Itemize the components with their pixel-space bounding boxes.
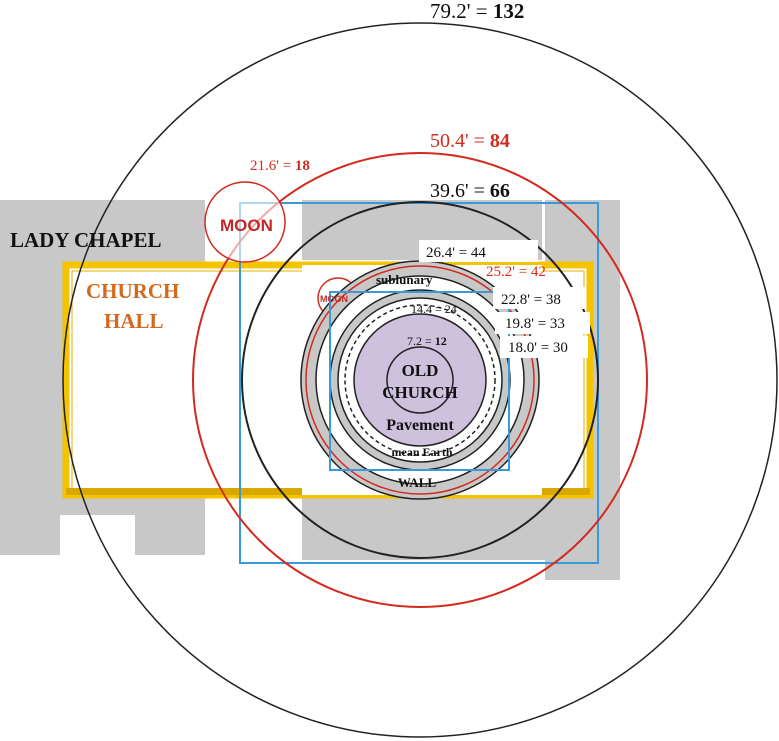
lady-chapel-wing-top-2 <box>115 200 155 230</box>
inner-blue-square <box>329 291 510 471</box>
label-44: 26.4' = 44 <box>426 245 486 261</box>
lady-chapel-foot-2 <box>135 495 205 555</box>
ring-24-dashed <box>344 304 496 456</box>
old-church-disc <box>353 313 487 447</box>
right-block-lower <box>530 490 620 560</box>
label-lady-chapel: LADY CHAPEL <box>10 228 161 252</box>
box-30 <box>500 336 588 358</box>
label-pavement: Pavement <box>386 417 454 434</box>
moon-circle-large <box>204 181 286 263</box>
lady-chapel-foot-1 <box>0 495 60 555</box>
label-24: 14.4 = 24 <box>411 302 457 316</box>
label-sublunary: sublunary <box>376 272 433 287</box>
label-mean-earth: mean Earth <box>392 445 453 459</box>
ring-12 <box>386 346 454 414</box>
label-moon-small: MOON <box>320 294 348 304</box>
bottom-central-block <box>302 490 542 560</box>
lady-chapel-wing-top <box>40 200 80 230</box>
outer-circle-132 <box>62 22 778 738</box>
black-circle-66 <box>241 201 599 559</box>
label-12: 7.2 = 12 <box>407 334 447 348</box>
label-outer-measure: 79.2' = 132 <box>430 0 524 23</box>
box-33 <box>495 312 590 334</box>
label-red-84: 50.4' = 84 <box>430 130 510 152</box>
ring-42-red <box>305 265 535 495</box>
label-moon-large: MOON <box>220 216 273 235</box>
label-38: 22.8' = 38 <box>501 292 561 308</box>
box-38 <box>493 287 585 309</box>
label-church: CHURCH <box>382 383 458 402</box>
label-moon-18: 21.6' = 18 <box>250 158 310 174</box>
red-circle-84 <box>192 152 648 608</box>
label-30: 18.0' = 30 <box>508 340 568 356</box>
label-33: 19.8' = 33 <box>505 316 565 332</box>
label-wall: WALL <box>398 475 437 490</box>
label-42: 25.2' = 42 <box>486 264 546 280</box>
label-old: OLD <box>402 361 439 380</box>
label-church-hall-1: CHURCH <box>86 279 179 303</box>
label-black-66: 39.6' = 66 <box>430 180 510 202</box>
box-44 <box>419 240 538 262</box>
label-church-hall-2: HALL <box>104 309 164 333</box>
